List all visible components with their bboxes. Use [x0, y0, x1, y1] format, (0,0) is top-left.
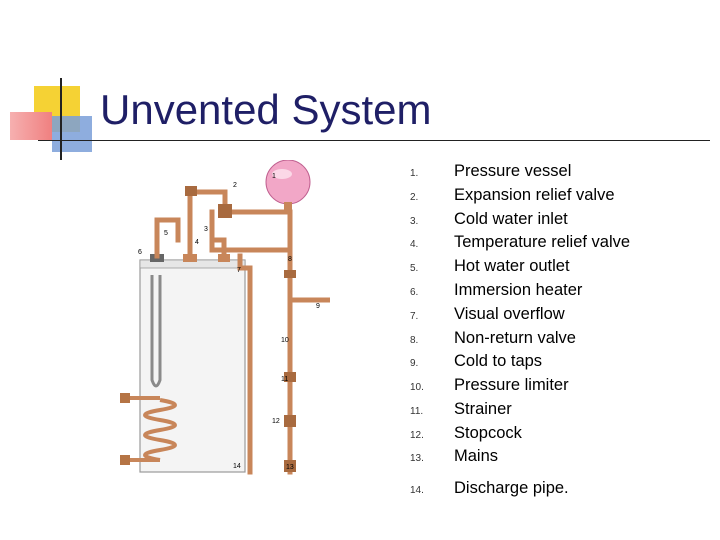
item-number: 9.	[410, 358, 419, 369]
diagram-label-5: 5	[164, 230, 168, 237]
list-item: 9. Cold to taps	[410, 352, 710, 376]
item-label: Visual overflow	[454, 305, 565, 323]
pipework	[154, 189, 330, 475]
item-label: Pressure vessel	[454, 162, 572, 180]
diagram-label-12: 12	[272, 418, 280, 425]
list-item: 11. Strainer	[410, 400, 710, 424]
item-label: Pressure limiter	[454, 376, 569, 394]
item-number: 2.	[410, 192, 419, 203]
diagram-label-1: 1	[272, 173, 276, 180]
item-number: 3.	[410, 216, 419, 227]
diagram-label-9: 9	[316, 303, 320, 310]
decor-blue-square	[52, 116, 92, 152]
list-item: 14. Discharge pipe.	[410, 479, 710, 503]
list-item: 2. Expansion relief valve	[410, 186, 710, 210]
item-number: 8.	[410, 335, 419, 346]
list-item: 13. Mains	[410, 447, 710, 471]
item-label: Stopcock	[454, 424, 522, 442]
list-item: 3. Cold water inlet	[410, 210, 710, 234]
list-item: 4. Temperature relief valve	[410, 233, 710, 257]
item-label: Hot water outlet	[454, 257, 570, 275]
item-label: Cold to taps	[454, 352, 543, 370]
item-label: Mains	[454, 447, 499, 465]
item-number: 1.	[410, 168, 419, 179]
decor-horizontal-line	[38, 140, 710, 141]
item-number: 7.	[410, 311, 419, 322]
decor-vertical-line	[60, 78, 62, 160]
diagram-label-14: 14	[233, 463, 241, 470]
heating-coil	[128, 396, 177, 462]
list-item: 8. Non-return valve	[410, 329, 710, 353]
list-item: 7. Visual overflow	[410, 305, 710, 329]
immersion-heater	[150, 275, 162, 388]
item-label: Expansion relief valve	[454, 186, 615, 204]
hot-water-cylinder	[139, 259, 246, 473]
item-number: 10.	[410, 382, 424, 393]
item-number: 13.	[410, 453, 424, 464]
diagram-label-8: 8	[288, 256, 292, 263]
diagram-label-6: 6	[138, 249, 142, 256]
list-item: 10. Pressure limiter	[410, 376, 710, 400]
pressure-vessel	[265, 160, 311, 205]
diagram-label-4: 4	[195, 239, 199, 246]
item-label: Temperature relief valve	[454, 233, 631, 251]
item-number: 6.	[410, 287, 419, 298]
item-number: 4.	[410, 239, 419, 250]
item-number: 11.	[410, 406, 424, 417]
item-label: Non-return valve	[454, 329, 576, 347]
list-item: 6. Immersion heater	[410, 281, 710, 305]
diagram-label-13: 13	[286, 464, 294, 471]
decor-red-square	[10, 112, 52, 140]
diagram-label-11: 11	[281, 376, 288, 383]
slide-title: Unvented System	[100, 86, 432, 133]
diagram-label-2: 2	[233, 182, 237, 189]
diagram-label-7: 7	[237, 267, 241, 274]
item-label: Discharge pipe.	[454, 479, 569, 497]
item-number: 5.	[410, 263, 419, 274]
diagram-label-3: 3	[204, 226, 208, 233]
item-number: 12.	[410, 430, 424, 441]
item-label: Strainer	[454, 400, 512, 418]
item-label: Immersion heater	[454, 281, 583, 299]
list-item: 1. Pressure vessel	[410, 162, 710, 186]
item-label: Cold water inlet	[454, 210, 568, 228]
list-item: 5. Hot water outlet	[410, 257, 710, 281]
item-number: 14.	[410, 485, 424, 496]
diagram-label-10: 10	[281, 337, 289, 344]
list-item: 12. Stopcock	[410, 424, 710, 448]
